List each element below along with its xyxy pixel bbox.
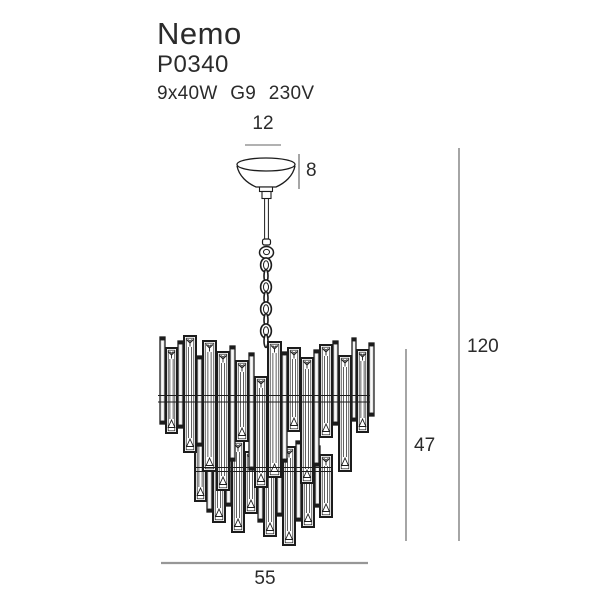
dim-label-body-height: 47 xyxy=(414,435,436,456)
dim-label-total-height: 120 xyxy=(467,336,499,357)
canopy-top-plate xyxy=(236,157,296,172)
ceiling-canopy xyxy=(236,157,296,200)
product-model-number: P0340 xyxy=(157,51,229,78)
dim-label-canopy-width: 12 xyxy=(252,113,274,134)
connector-ring xyxy=(258,245,275,260)
connector-ring-hole xyxy=(263,248,270,256)
canopy-knob xyxy=(261,190,272,200)
dimension-lines xyxy=(161,144,460,565)
crystal-bars-lower-tier xyxy=(194,431,333,546)
dim-label-body-width: 55 xyxy=(254,568,276,589)
suspension-chain xyxy=(259,257,273,349)
rod-end-knob xyxy=(261,238,272,246)
frame-rings xyxy=(158,395,370,472)
dim-label-canopy-height: 8 xyxy=(306,160,317,181)
canopy-neck xyxy=(258,186,274,193)
suspension-rod xyxy=(258,198,275,260)
product-specs: 9x40W G9 230V xyxy=(157,83,315,104)
crystal-bars-upper-tier xyxy=(159,335,375,491)
product-title: Nemo xyxy=(157,16,242,51)
